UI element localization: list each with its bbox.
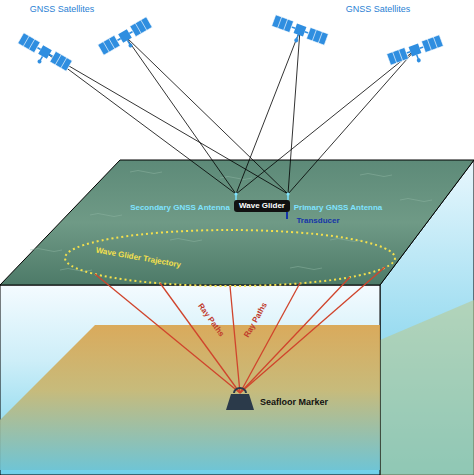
- transducer-label: Transducer: [296, 217, 339, 226]
- marker-label: Seafloor Marker: [260, 398, 328, 408]
- glider-label: Wave Glider: [239, 202, 285, 211]
- antenna-label: Secondary GNSS Antenna: [130, 204, 230, 213]
- antenna-label: Primary GNSS Antenna: [294, 204, 383, 213]
- satellite-label: GNSS Satellites: [30, 5, 95, 15]
- satellite-label: GNSS Satellites: [346, 5, 411, 15]
